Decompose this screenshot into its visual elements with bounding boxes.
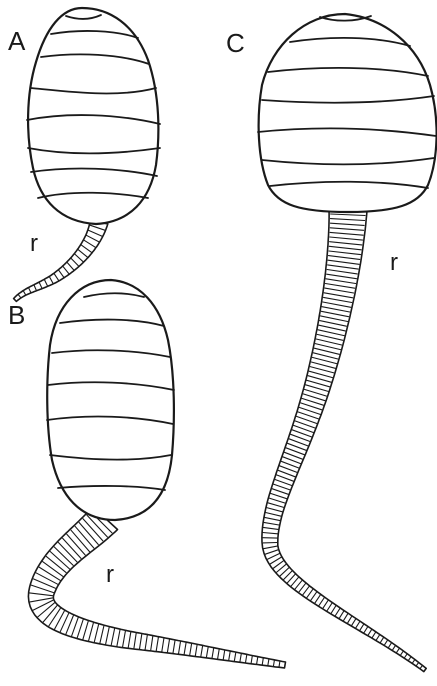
- panel-a-label: A: [8, 26, 26, 56]
- panel-c-tail: [262, 209, 426, 671]
- panel-c-label: C: [226, 28, 245, 58]
- panel-b-body: [47, 280, 174, 520]
- panel-c: C r: [226, 14, 437, 672]
- panel-a-r-label: r: [30, 230, 38, 257]
- panel-b-label: B: [8, 300, 25, 330]
- panel-b-tail: [28, 507, 285, 669]
- panel-a: A r: [8, 8, 160, 301]
- tail-outline: [262, 209, 426, 671]
- panel-b: B r: [8, 280, 286, 668]
- panel-c-r-label: r: [390, 249, 398, 276]
- panel-b-r-label: r: [106, 561, 114, 588]
